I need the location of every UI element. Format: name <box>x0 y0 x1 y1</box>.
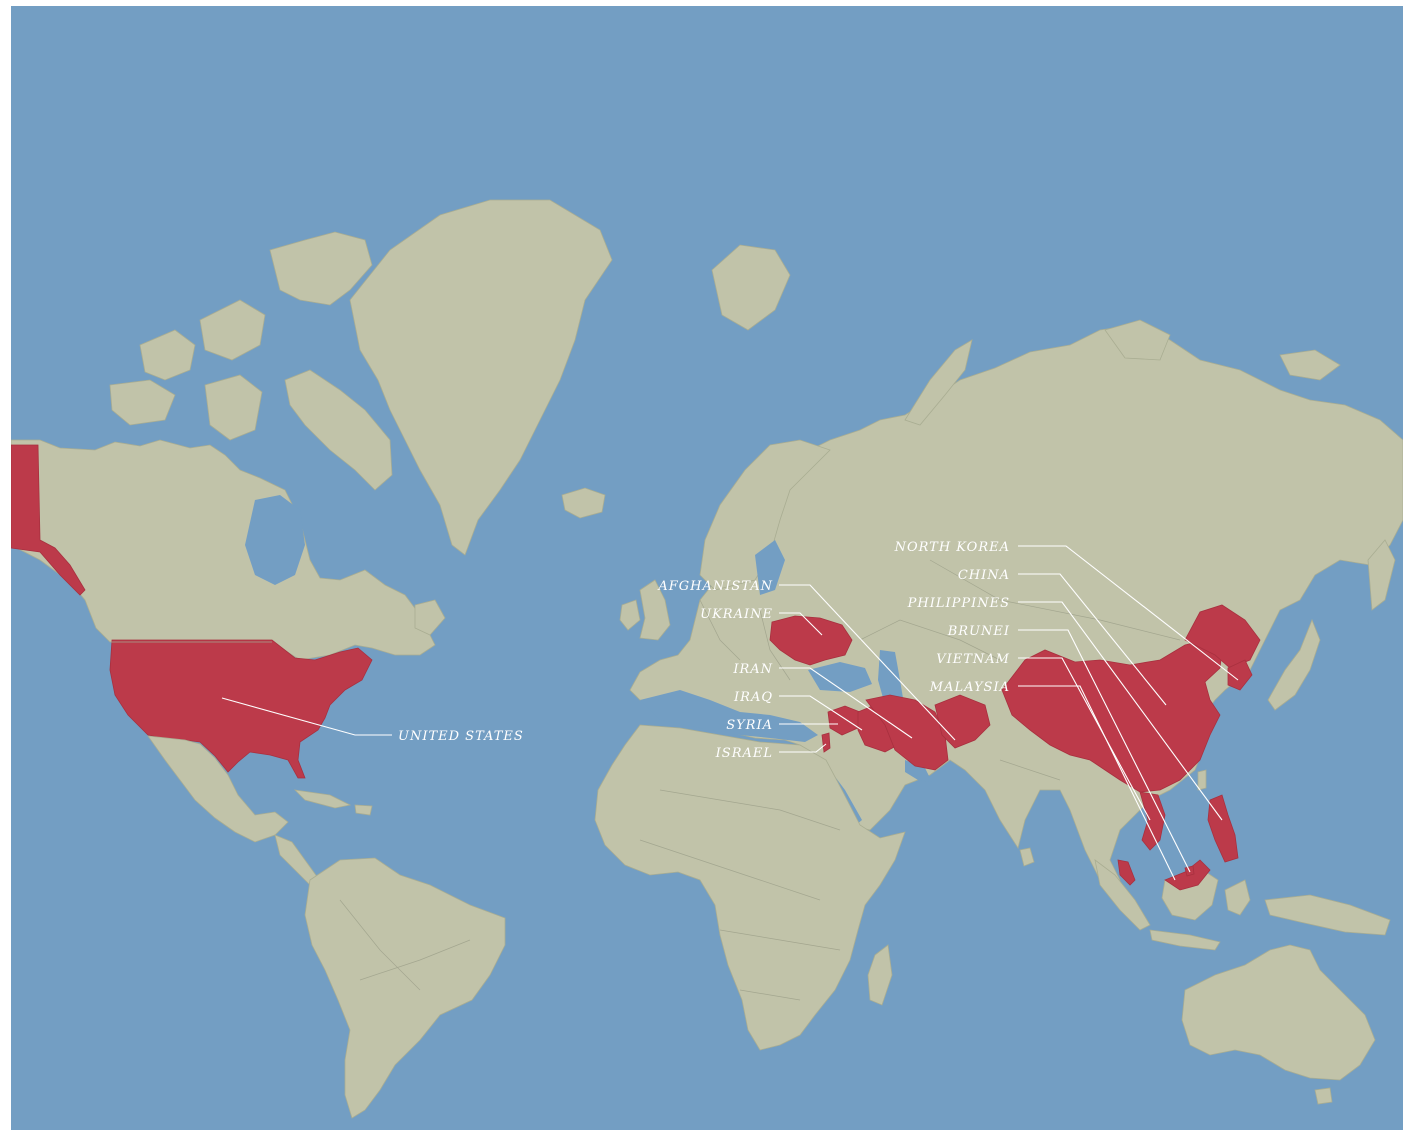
china-northeast <box>1184 604 1261 669</box>
canada <box>11 439 436 661</box>
label-vietnam: VIETNAM <box>936 652 1010 667</box>
sulawesi <box>1224 879 1251 916</box>
black-sea <box>808 662 872 692</box>
leader-iraq <box>779 695 863 731</box>
arctic-islands-4 <box>109 379 176 426</box>
leader-vietnam <box>1018 657 1151 821</box>
tasmania <box>1314 1087 1333 1105</box>
label-philippines: PHILIPPINES <box>907 596 1010 611</box>
labels: UNITED STATES AFGHANISTAN UKRAINE IRAN I… <box>398 540 1010 761</box>
label-malaysia: MALAYSIA <box>929 680 1010 695</box>
leader-brunei <box>1018 629 1191 873</box>
baffin-island <box>284 369 393 491</box>
madagascar <box>867 944 893 1006</box>
leader-lines <box>221 545 1239 881</box>
world-map-svg: UNITED STATES AFGHANISTAN UKRAINE IRAN I… <box>11 6 1403 1130</box>
svalbard <box>711 244 791 331</box>
iran <box>865 694 949 771</box>
china <box>1001 639 1223 793</box>
great-britain <box>639 579 671 641</box>
mediterranean-sea <box>640 690 818 742</box>
australia <box>1181 944 1376 1081</box>
greenland <box>349 199 613 556</box>
arctic-islands <box>139 329 196 381</box>
novaya-zemlya <box>904 339 973 426</box>
label-brunei: BRUNEI <box>947 624 1010 639</box>
label-iran: IRAN <box>732 662 773 677</box>
leader-ukraine <box>779 612 823 636</box>
leader-china <box>1018 573 1167 706</box>
afghanistan <box>934 694 991 749</box>
new-guinea <box>1264 894 1391 936</box>
malaysia-peninsula <box>1117 859 1136 886</box>
scandinavia <box>699 439 831 591</box>
label-ukraine: UKRAINE <box>700 607 773 622</box>
leader-iran <box>779 667 913 739</box>
japan <box>1267 618 1321 711</box>
taiwan <box>1197 769 1207 791</box>
arctic-islands-5 <box>204 374 263 441</box>
leader-north-korea <box>1018 545 1239 681</box>
leader-philippines <box>1018 601 1223 821</box>
sri-lanka <box>1019 847 1035 867</box>
label-syria: SYRIA <box>726 718 773 733</box>
label-iraq: IRAQ <box>733 690 773 705</box>
leader-malaysia <box>1018 685 1176 881</box>
north-korea <box>1227 659 1253 691</box>
leader-afghanistan <box>779 584 956 741</box>
arctic-russia-islands <box>1104 319 1171 361</box>
north-america <box>11 231 446 886</box>
hispaniola <box>354 804 373 816</box>
mexico <box>147 735 289 843</box>
sumatra <box>1094 859 1151 931</box>
south-america <box>304 857 506 1119</box>
arctic-islands-2 <box>199 299 266 361</box>
alaska <box>11 444 86 596</box>
world-map: UNITED STATES AFGHANISTAN UKRAINE IRAN I… <box>11 6 1403 1130</box>
africa <box>594 724 906 1051</box>
kamchatka <box>1367 539 1396 611</box>
java <box>1149 929 1221 951</box>
label-afghanistan: AFGHANISTAN <box>657 579 773 594</box>
label-china: CHINA <box>958 568 1010 583</box>
borders <box>110 559 1181 1001</box>
iceland <box>561 487 606 519</box>
label-united-states: UNITED STATES <box>398 729 524 744</box>
ireland <box>619 599 641 631</box>
leader-israel <box>779 743 827 753</box>
ukraine <box>769 615 853 666</box>
label-israel: ISRAEL <box>715 746 773 761</box>
arctic-russia-islands-2 <box>1279 349 1341 381</box>
cuba <box>293 789 352 809</box>
newfoundland <box>414 599 446 636</box>
label-north-korea: NORTH KOREA <box>894 540 1010 555</box>
eurasia <box>619 244 1403 896</box>
leader-united-states <box>221 697 392 736</box>
arctic-islands-3 <box>269 231 373 306</box>
